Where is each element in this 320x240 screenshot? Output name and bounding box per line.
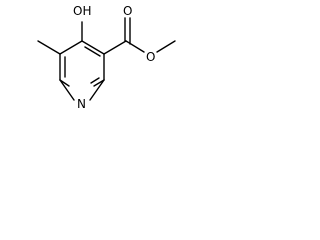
bond-c3-c4 [81, 40, 105, 55]
ester-oxygen-label: O [146, 50, 155, 64]
pyridine-ring [59, 40, 105, 101]
bond-c4-carbonyl-carbon [103, 40, 127, 55]
bond-n-c6 [89, 79, 105, 101]
bond-c5-c6 [93, 79, 105, 87]
hydroxyl-label: OH [73, 4, 91, 18]
carbonyl-oxygen-label: O [123, 4, 132, 18]
bond-n-c2b [59, 79, 75, 101]
substituent-bonds [37, 17, 176, 55]
bond-ester-o-methyl [156, 40, 176, 53]
bond-c3-c4-inner [84, 46, 101, 57]
bond-c1-methyl [37, 40, 61, 55]
bond-c1-c3 [59, 40, 83, 55]
bond-carbonyl-to-ester-o [125, 40, 145, 53]
chemical-structure-diagram: OH O O N [37, 4, 176, 111]
ring-nitrogen-label: N [77, 97, 86, 111]
bond-c5-c6-inner [90, 77, 100, 84]
